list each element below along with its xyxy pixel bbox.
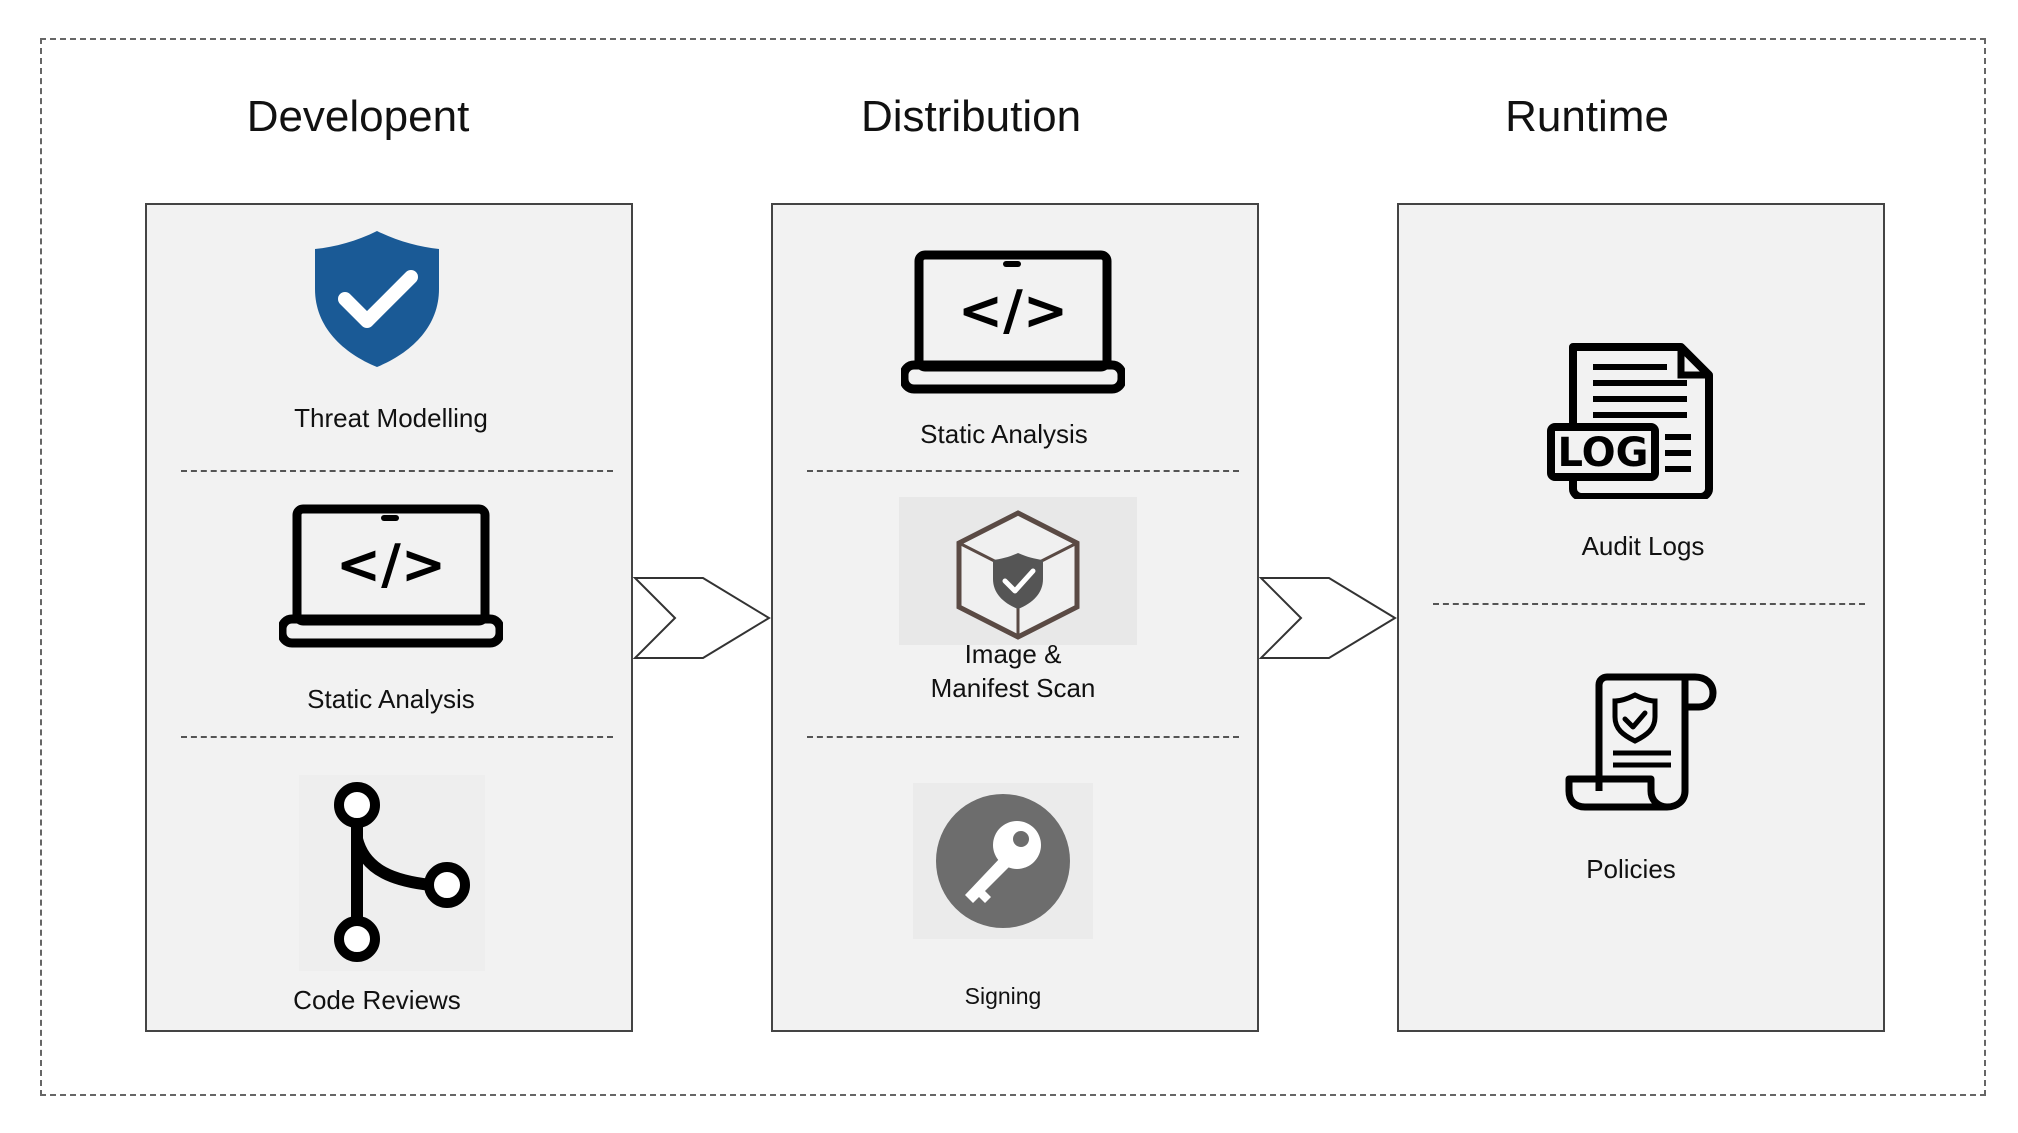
shield-check-icon <box>315 231 439 367</box>
runtime-panel: LOG Audit Logs Policies <box>1397 203 1885 1032</box>
diagram-frame <box>40 38 1986 1096</box>
svg-text:</>: </> <box>958 279 1068 342</box>
flow-arrow <box>1259 577 1397 659</box>
policy-scroll-icon <box>1565 673 1717 811</box>
svg-text:</>: </> <box>336 533 446 596</box>
divider <box>181 736 613 738</box>
development-panel: Threat Modelling </> Static Analysis Cod… <box>145 203 633 1032</box>
laptop-code-icon: </> <box>279 504 503 648</box>
policies-label: Policies <box>1586 854 1676 884</box>
stage-title-development: Developent <box>246 92 470 141</box>
laptop-code-icon: </> <box>901 250 1125 394</box>
divider <box>807 470 1239 472</box>
code-reviews-label: Code Reviews <box>293 985 461 1015</box>
threat-modelling-label: Threat Modelling <box>294 403 488 433</box>
svg-text:LOG: LOG <box>1558 430 1649 476</box>
key-icon <box>913 783 1093 939</box>
static-analysis-label: Static Analysis <box>920 419 1088 449</box>
stage-title-runtime: Runtime <box>1505 92 1669 141</box>
log-document-icon: LOG <box>1547 343 1713 499</box>
flow-arrow <box>633 577 771 659</box>
git-branch-icon <box>299 775 485 971</box>
signing-label: Signing <box>964 983 1042 1009</box>
image-manifest-scan-label: Image & Manifest Scan <box>930 639 1096 703</box>
distribution-panel: </> Static Analysis Image & Manifest Sca… <box>771 203 1259 1032</box>
divider <box>181 470 613 472</box>
audit-logs-label: Audit Logs <box>1581 531 1705 561</box>
stage-title-distribution: Distribution <box>860 92 1082 141</box>
divider <box>1433 603 1865 605</box>
package-shield-icon <box>899 497 1137 645</box>
divider <box>807 736 1239 738</box>
static-analysis-label: Static Analysis <box>307 684 475 714</box>
